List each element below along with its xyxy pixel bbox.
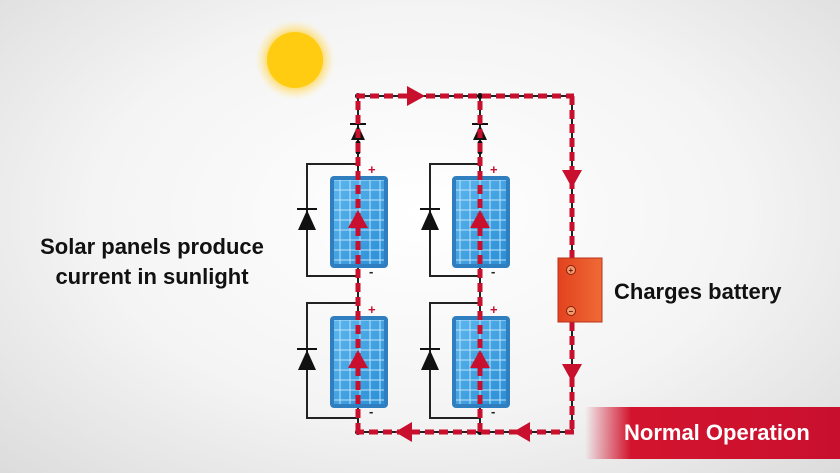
arrow-up-panel [470,350,490,368]
plus-terminal: + [368,162,376,177]
bypass-diode-icon [297,208,317,230]
battery-caption: Charges battery [614,279,782,304]
arrow-up-panel [348,350,368,368]
arrow-left-bottom-2 [395,422,412,442]
arrow-right-top [407,86,425,106]
bypass-diode-icon [297,348,317,370]
minus-terminal: - [491,264,495,279]
bypass-diode-icon [420,348,440,370]
arrow-down-lower [562,364,582,382]
minus-terminal: - [491,404,495,419]
arrow-up-panel [470,210,490,228]
current-arrows [348,86,582,442]
mode-banner-text: Normal Operation [624,420,810,445]
solar-caption-line1: Solar panels produce [40,234,264,259]
arrow-down-right [562,170,582,188]
battery-icon: + − [557,257,603,323]
plus-terminal: + [490,162,498,177]
battery-minus: − [569,307,574,316]
plus-terminal: + [490,302,498,317]
bypass-diode-icon [420,208,440,230]
minus-terminal: - [369,404,373,419]
arrow-up-panel [348,210,368,228]
minus-terminal: - [369,264,373,279]
sun-icon [255,20,335,100]
mode-banner [585,407,840,459]
battery-plus: + [569,266,574,275]
arrow-left-bottom-1 [513,422,530,442]
solar-caption: Solar panels produce current in sunlight [22,232,282,292]
current-path [355,93,575,435]
solar-caption-line2: current in sunlight [55,264,249,289]
plus-terminal: + [368,302,376,317]
